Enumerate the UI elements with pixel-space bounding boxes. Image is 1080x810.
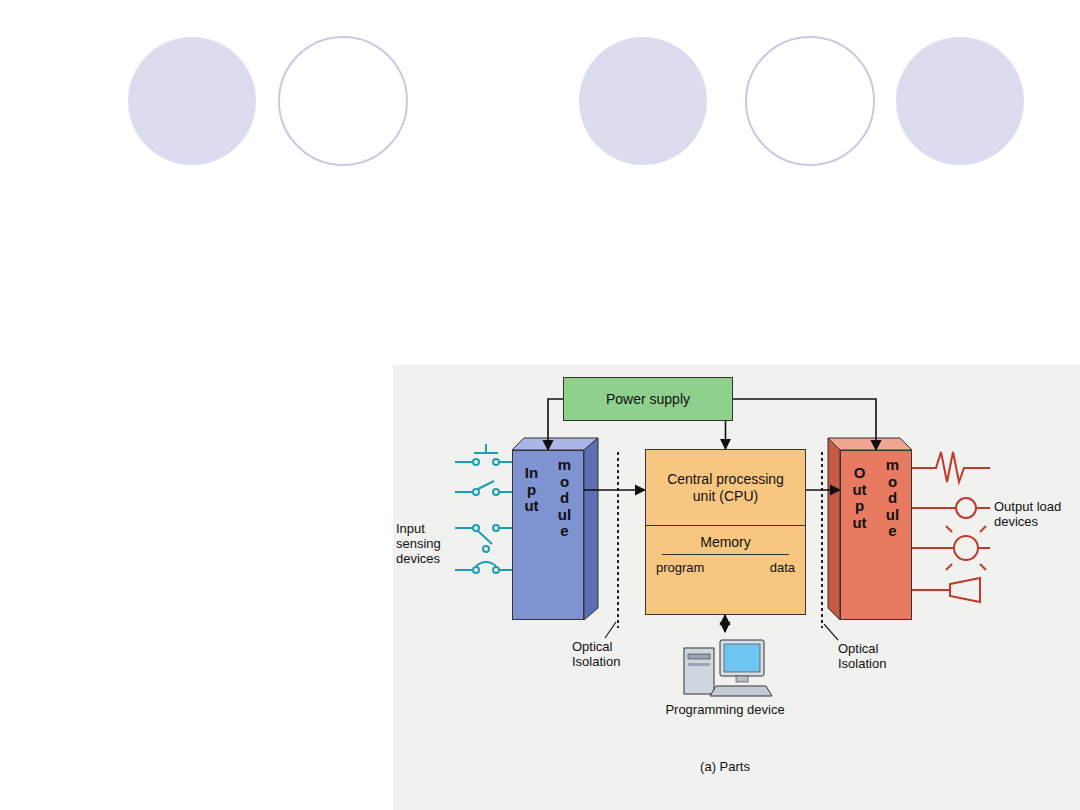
memory-part: program <box>656 560 704 575</box>
figure-ground <box>393 365 1080 810</box>
cpu-box: Central processing unit (CPU) Memory progr… <box>645 449 806 615</box>
memory-part: data <box>770 560 795 575</box>
module-label: Input <box>524 465 539 515</box>
input-switches <box>455 444 512 573</box>
io-module: Output module <box>840 450 912 620</box>
isolation-label: Optical Isolation <box>838 642 908 672</box>
connector-arrow <box>548 399 563 450</box>
computer-icon <box>670 636 780 700</box>
connector-arrow <box>806 489 840 491</box>
input-module-side <box>584 438 598 620</box>
output-module-top <box>828 438 912 450</box>
connector-arrow <box>724 615 726 632</box>
connector-arrow <box>584 489 645 491</box>
connector-arrow <box>725 421 727 449</box>
group-label: Input sensing devices <box>396 522 452 567</box>
input-module-top <box>512 438 598 450</box>
module-label: module <box>557 457 572 540</box>
module-label: Output <box>852 465 867 531</box>
memory-section: Memory program data <box>646 526 805 583</box>
device-label: Programming device <box>660 702 790 717</box>
cpu-section: Central processing unit (CPU) <box>646 450 805 526</box>
figure-caption: (a) Parts <box>640 760 810 775</box>
cpu-label: Central processing unit (CPU) <box>654 471 797 505</box>
isolation-line <box>617 452 619 628</box>
isolation-label: Optical Isolation <box>572 640 642 670</box>
leader-line <box>605 622 616 638</box>
module-label: module <box>885 457 900 540</box>
box-label: Power supply <box>606 391 690 407</box>
memory-row: program data <box>656 560 795 575</box>
group-label: Output load devices <box>994 500 1072 530</box>
output-loads <box>912 452 990 602</box>
power-supply-box: Power supply <box>563 377 733 421</box>
connector-arrow <box>733 399 876 450</box>
io-module: Input module <box>512 450 584 620</box>
output-module-side <box>828 438 840 620</box>
resistor-symbol <box>912 452 990 482</box>
programming-device: Programming device <box>660 632 790 740</box>
leader-line <box>824 624 838 640</box>
isolation-line <box>821 452 823 628</box>
decor-circles <box>128 37 1024 165</box>
memory-label: Memory <box>662 534 789 555</box>
